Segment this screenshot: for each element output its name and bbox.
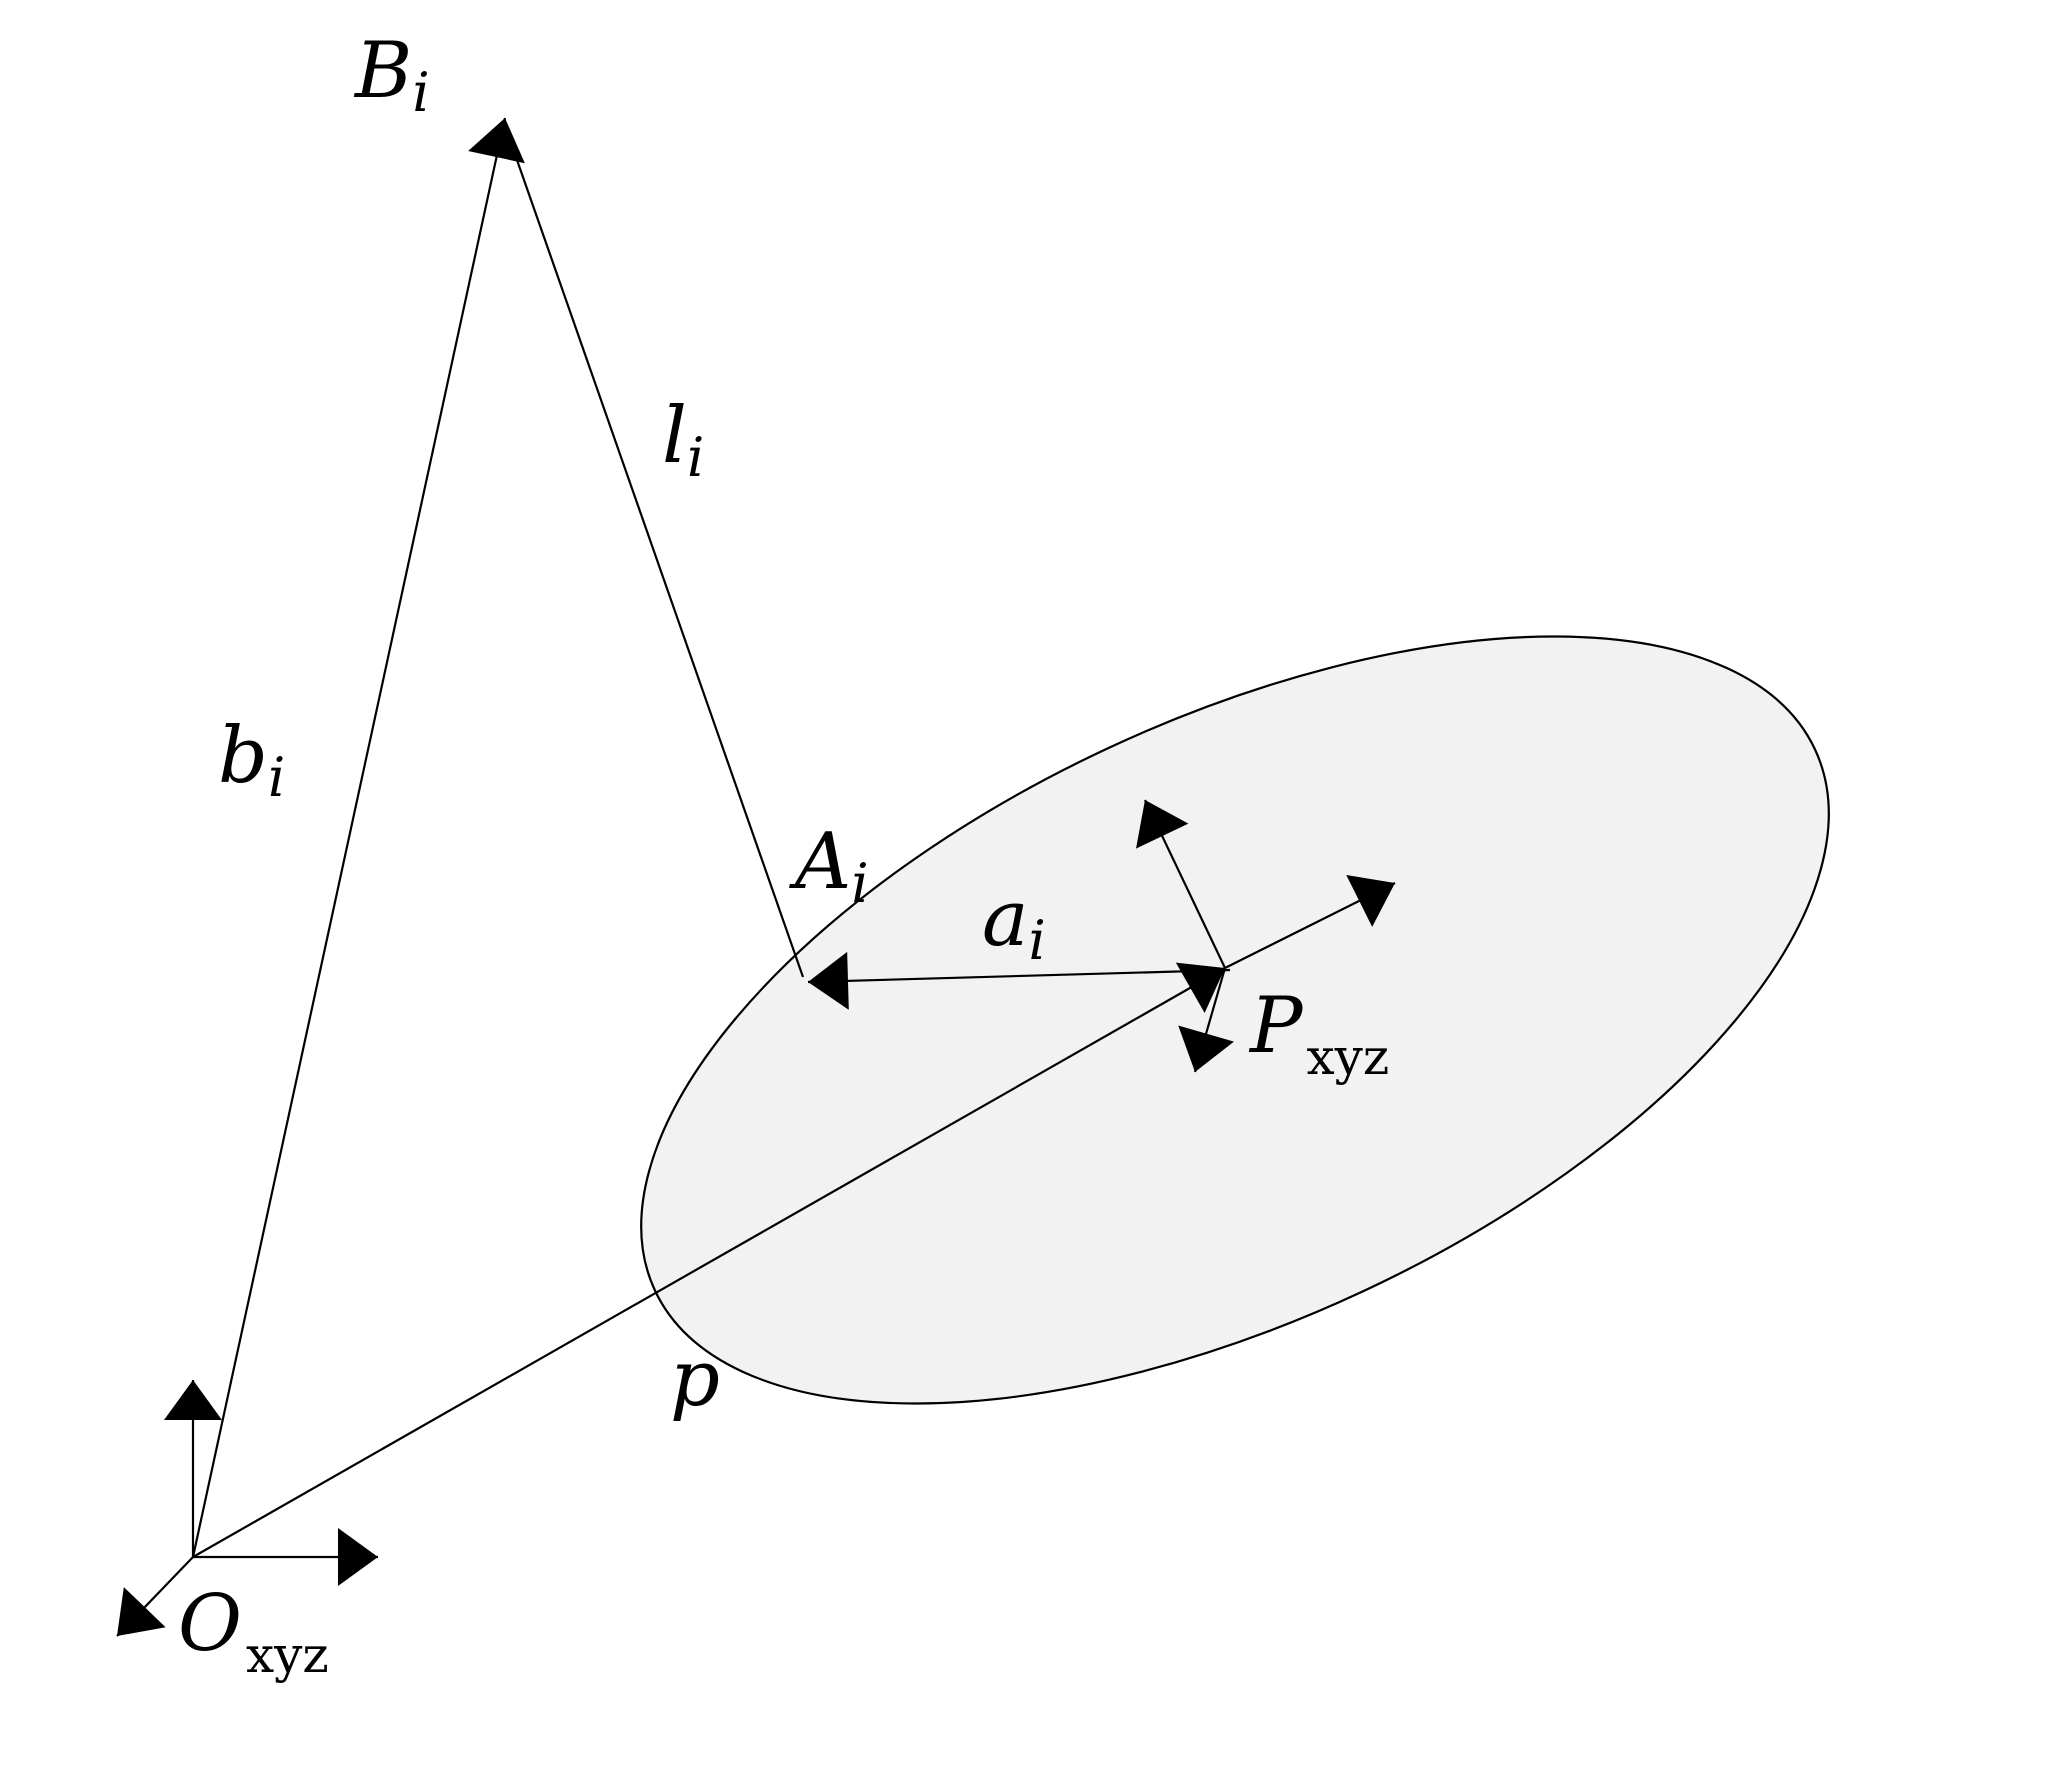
label-a-i: ai (982, 874, 1046, 972)
vector-b-i (191, 117, 525, 1558)
vector-a-i (807, 951, 1231, 1010)
label-A-i: Ai (789, 817, 869, 915)
label-O-xyz: Oxyz (178, 1579, 329, 1684)
platform-axis-1 (1224, 874, 1396, 969)
label-B-i: Bi (353, 26, 430, 124)
label-l-i: li (662, 391, 704, 489)
vector-p (192, 962, 1226, 1558)
label-P-xyz: Pxyz (1248, 981, 1389, 1086)
moving-platform (640, 635, 1830, 1405)
label-p: p (670, 1334, 720, 1424)
label-b-i: bi (218, 711, 285, 809)
platform-axis-2 (1136, 799, 1226, 969)
platform-axis-3 (1178, 967, 1234, 1073)
vector-l-i (508, 139, 805, 978)
base-axis-y (116, 1556, 194, 1637)
